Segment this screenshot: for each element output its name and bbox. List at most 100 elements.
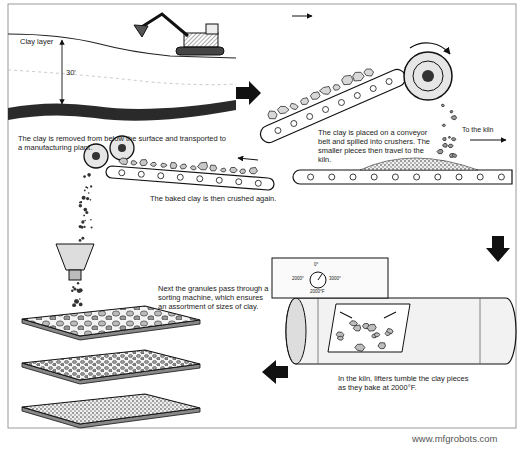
primary-crusher-scene-part-part xyxy=(456,174,462,180)
primary-crusher-scene-part-part xyxy=(450,111,453,113)
step-caption: The baked clay is then crushed again. xyxy=(150,194,276,203)
secondary-crusher-scene-part-part xyxy=(220,168,226,172)
kiln-scene-part xyxy=(286,298,516,364)
secondary-crusher-scene-part xyxy=(106,166,274,190)
primary-crusher-scene-part-part xyxy=(338,100,344,106)
secondary-crusher-scene-part xyxy=(79,173,93,242)
secondary-crusher-scene-part-part xyxy=(81,237,84,240)
secondary-crusher-scene-part-part xyxy=(81,220,84,223)
primary-crusher-scene-part-part xyxy=(451,138,456,141)
kiln-scene-part-part xyxy=(367,324,376,331)
sorting-machine-part xyxy=(69,270,81,280)
primary-crusher-scene-part-part xyxy=(442,104,445,106)
sorting-machine-part-part xyxy=(77,289,81,293)
primary-crusher-scene-part-part xyxy=(414,174,420,180)
primary-crusher-scene-part xyxy=(308,174,505,180)
secondary-crusher-scene-part-part xyxy=(84,226,86,228)
primary-crusher-scene-part-part xyxy=(442,124,445,126)
step-caption: The clay is removed from below the surfa… xyxy=(18,134,228,152)
primary-crusher-scene-part xyxy=(275,79,392,134)
sorting-machine-part-part xyxy=(22,394,200,428)
primary-crusher-scene-part xyxy=(437,104,457,165)
kiln-scene-part xyxy=(318,298,319,364)
primary-crusher-scene-part-part xyxy=(323,107,329,113)
excavation-scene-part xyxy=(140,14,188,36)
dimension-label: 30' xyxy=(66,68,76,77)
primary-crusher-scene-part-part xyxy=(329,174,335,180)
secondary-crusher-scene-part-part xyxy=(81,226,84,229)
kiln-scene-part-part xyxy=(349,321,357,326)
secondary-crusher-scene-part-part xyxy=(119,158,128,165)
primary-crusher-scene-part-part xyxy=(435,174,441,180)
excavation-scene-part xyxy=(206,24,218,34)
sorting-machine-part-part xyxy=(79,303,83,307)
sorting-machine-part-part xyxy=(71,290,73,292)
primary-crusher-scene-part-part xyxy=(477,174,483,180)
picture-frame xyxy=(8,4,516,428)
kiln-scene-part xyxy=(272,258,388,298)
step-arrow xyxy=(262,360,288,384)
kiln-scene-part-part xyxy=(378,343,386,349)
flow-label: To the kiln xyxy=(462,126,494,134)
primary-crusher-scene-part-part xyxy=(448,136,450,138)
primary-crusher-scene-part-part xyxy=(307,114,313,120)
secondary-crusher-scene-part-part xyxy=(83,214,85,216)
secondary-crusher-scene-part-part xyxy=(90,185,92,187)
primary-crusher-scene-part-part xyxy=(319,86,330,94)
step-caption: Next the granules pass through a sorting… xyxy=(158,284,270,311)
secondary-crusher-scene-part-part xyxy=(180,164,187,169)
secondary-crusher-scene-part-part xyxy=(170,162,177,168)
sorting-machine-part-part xyxy=(75,299,79,303)
step-caption: In the kiln, lifters tumble the clay pie… xyxy=(338,374,478,392)
secondary-crusher-scene-part-part xyxy=(140,160,148,166)
secondary-crusher-scene-part-part xyxy=(86,197,89,200)
secondary-crusher-scene-part-part xyxy=(249,167,257,173)
primary-crusher-scene-part xyxy=(470,140,506,141)
secondary-crusher-scene-part xyxy=(119,170,262,187)
primary-crusher-scene-part-part xyxy=(354,93,360,99)
primary-crusher-scene-part-part xyxy=(310,92,320,100)
sorting-machine-part-part xyxy=(74,299,78,303)
primary-crusher-scene-part-part xyxy=(308,174,314,180)
secondary-crusher-scene-part-part xyxy=(236,179,242,185)
excavation-scene-part xyxy=(176,47,224,55)
primary-crusher-scene-part-part xyxy=(268,111,277,119)
kiln-scene-part xyxy=(480,298,481,364)
secondary-crusher-scene xyxy=(79,136,274,242)
sorting-machine-part-part xyxy=(77,282,79,284)
secondary-crusher-scene-part-part xyxy=(90,199,92,201)
primary-crusher-scene-part-part xyxy=(301,98,309,105)
excavation-scene-part xyxy=(8,70,236,85)
sorting-machine-part-part xyxy=(22,350,200,384)
dial-label: 0° xyxy=(314,262,318,267)
primary-crusher-scene-part-part xyxy=(370,86,376,92)
primary-crusher-scene-part xyxy=(293,170,512,184)
excavation-scene-part xyxy=(134,25,148,37)
primary-crusher-scene-part xyxy=(292,16,312,17)
primary-crusher-scene-part-part xyxy=(342,75,354,84)
primary-crusher-scene-part-part xyxy=(448,144,453,147)
secondary-crusher-scene-part-part xyxy=(240,169,246,173)
primary-crusher-scene-part-part xyxy=(353,72,364,81)
kiln-scene-part-part xyxy=(355,344,365,351)
primary-crusher-scene-part-part xyxy=(498,174,504,180)
secondary-crusher-scene-part-part xyxy=(255,180,261,186)
secondary-crusher-scene-part-part xyxy=(88,192,90,194)
secondary-crusher-scene-part-part xyxy=(198,162,208,170)
primary-crusher-scene-part-part xyxy=(452,154,456,158)
secondary-crusher-scene-part-part xyxy=(84,220,86,222)
sorting-machine-part-part xyxy=(72,303,76,307)
secondary-crusher-scene-part-part xyxy=(88,175,90,177)
watermark: www.mfgrobots.com xyxy=(412,433,498,444)
sorting-machine-part xyxy=(22,306,200,428)
sorting-machine-part-part xyxy=(22,306,200,340)
primary-crusher-scene-part-part xyxy=(333,85,340,90)
kiln-scene-part xyxy=(328,304,410,352)
excavation-scene-part xyxy=(8,34,236,58)
dial-label: 3000° xyxy=(329,276,341,281)
kiln-scene-part xyxy=(384,312,396,318)
step-arrow xyxy=(236,81,261,105)
excavation-scene xyxy=(8,14,236,121)
kiln-scene-part xyxy=(286,298,306,364)
